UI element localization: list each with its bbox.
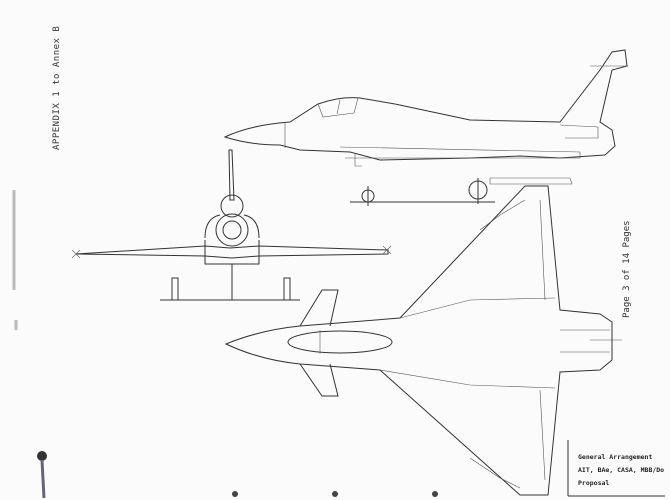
caption-proposal: Proposal <box>578 479 610 487</box>
side-view <box>223 49 628 206</box>
plan-view <box>224 185 622 496</box>
caption-title: General Arrangement <box>578 453 653 461</box>
scan-artifacts <box>12 190 438 499</box>
front-view <box>71 149 392 301</box>
caption-companies: AIT, BAe, CASA, MBB/Do <box>578 466 665 474</box>
drawing-caption: General Arrangement AIT, BAe, CASA, MBB/… <box>578 451 664 490</box>
caption-box <box>567 440 665 497</box>
